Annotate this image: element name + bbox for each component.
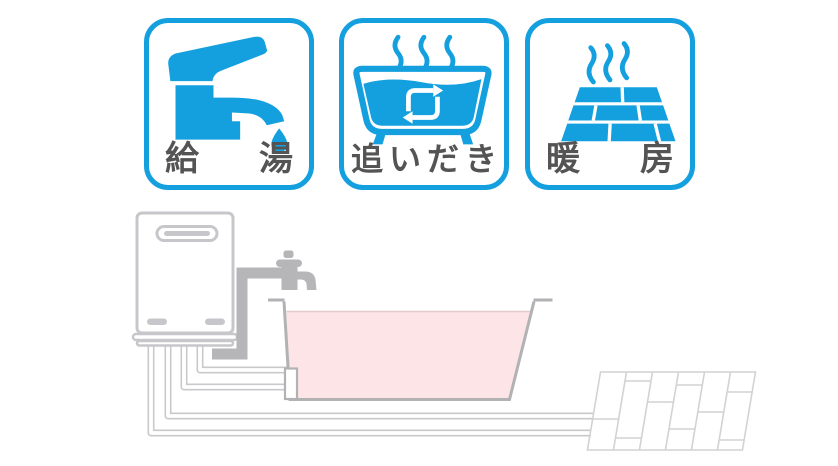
bath-reheat-label: 追いだき	[351, 141, 497, 178]
hot-water-supply-label: 給湯	[165, 139, 293, 178]
floor-heating-panel	[586, 371, 757, 451]
circulation-adapter	[283, 367, 299, 401]
faucet	[276, 250, 317, 290]
water-heater-unit	[131, 211, 239, 347]
bathtub-reheat-icon	[353, 34, 492, 145]
heating-label: 暖房	[546, 139, 674, 178]
circulation-arrows-icon	[402, 84, 444, 124]
supply-pipes	[147, 336, 594, 437]
bath-reheat-badge: 追いだき	[339, 18, 509, 190]
heating-badge: 暖房	[525, 18, 695, 190]
bath-water	[286, 311, 531, 399]
hot-water-pipe	[212, 267, 282, 360]
faucet-hot-water-icon	[168, 36, 288, 153]
bathtub-with-hot-water	[268, 298, 553, 401]
hot-water-supply-badge: 給湯	[144, 18, 314, 190]
floor-bricks	[561, 87, 676, 142]
floor-heating-icon	[561, 41, 676, 142]
